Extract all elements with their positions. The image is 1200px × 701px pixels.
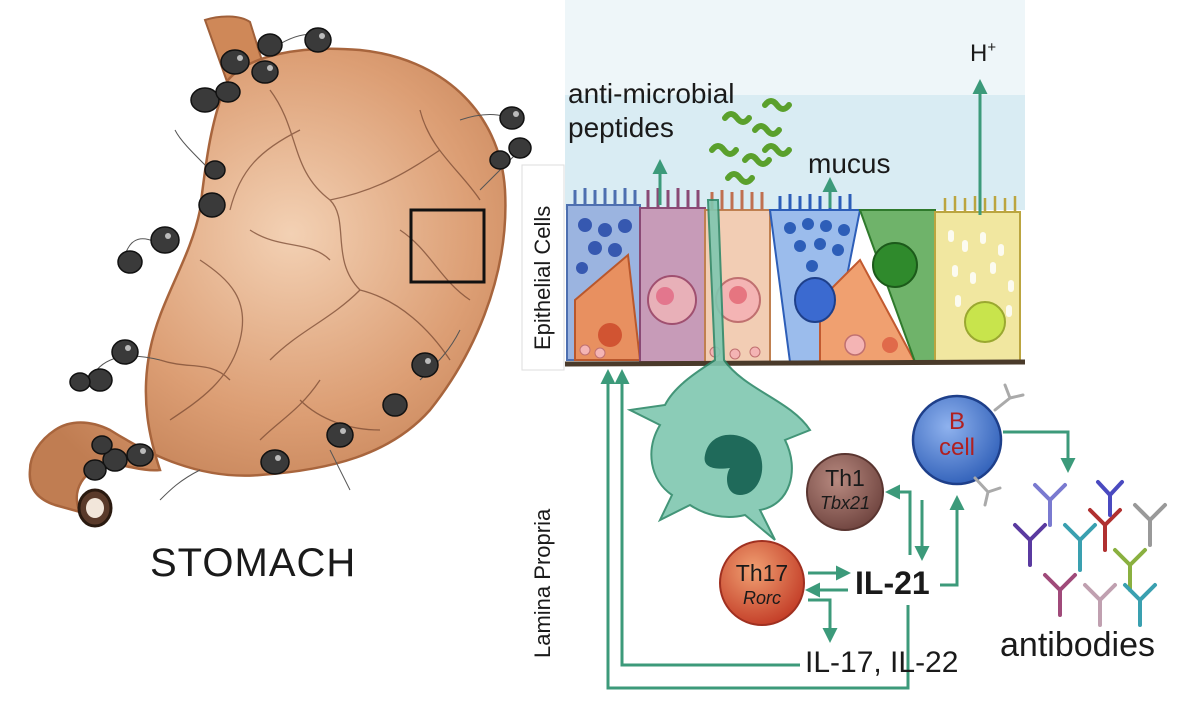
bcell-line1: B	[948, 408, 965, 435]
il21-label: IL-21	[855, 565, 930, 601]
vesicles-8	[948, 230, 1014, 317]
arrow-il21-epithelium	[600, 369, 910, 690]
microvilli	[646, 188, 700, 208]
antibodies-cluster	[1013, 480, 1167, 627]
th17-gene: Rorc	[742, 588, 781, 608]
arrow-il21-th1	[885, 484, 912, 555]
arrow-il21-bcell	[940, 495, 965, 587]
bcell-label: B cell	[917, 410, 997, 460]
mucus-label: mucus	[808, 148, 891, 179]
blood-vessels	[159, 89, 481, 441]
amp-label-line1: anti-microbial	[568, 78, 735, 109]
antibodies-label: antibodies	[1000, 626, 1156, 664]
th17-cell	[719, 540, 805, 626]
proton-charge: +	[987, 39, 997, 56]
th1-name: Th1	[825, 465, 865, 491]
arrows	[600, 79, 1076, 690]
surface-antibodies	[973, 383, 1025, 507]
th1-label: Th1 Tbx21	[807, 465, 883, 513]
arrow-bcell-antibodies	[1003, 430, 1076, 473]
zoom-box	[409, 208, 486, 284]
epithelium-panel	[521, 0, 1026, 541]
proton-symbol: H	[970, 40, 988, 67]
stomach-illustration	[28, 15, 532, 528]
dendritic-cell	[626, 199, 812, 541]
basement-membrane	[564, 359, 1026, 367]
bacteria	[709, 98, 792, 185]
arrow-th17-il17	[808, 598, 838, 643]
lymph-highlights	[125, 33, 519, 461]
b-cell	[911, 394, 1003, 486]
th17-name: Th17	[735, 560, 789, 586]
lymph-nodes	[69, 27, 532, 481]
nucleus-8	[964, 301, 1006, 343]
il17-il22-label: IL-17, IL-22	[805, 646, 959, 679]
stomach-label: STOMACH	[150, 541, 357, 585]
th1-cell	[806, 453, 884, 531]
nucleus-5	[794, 277, 836, 323]
arrow-il17-epithelium	[614, 369, 800, 667]
th17-label: Th17 Rorc	[720, 560, 804, 608]
epithelial-cells-label: Epithelial Cells	[530, 205, 555, 350]
proton-label: H+	[970, 40, 996, 66]
amp-label-line2: peptides	[568, 112, 674, 143]
granules-1	[576, 218, 632, 274]
nucleus-7	[872, 242, 918, 288]
th1-gene: Tbx21	[819, 493, 871, 513]
granules-5	[784, 218, 850, 272]
lamina-propria-label: Lamina Propria	[530, 508, 555, 658]
bcell-line2: cell	[938, 434, 975, 461]
